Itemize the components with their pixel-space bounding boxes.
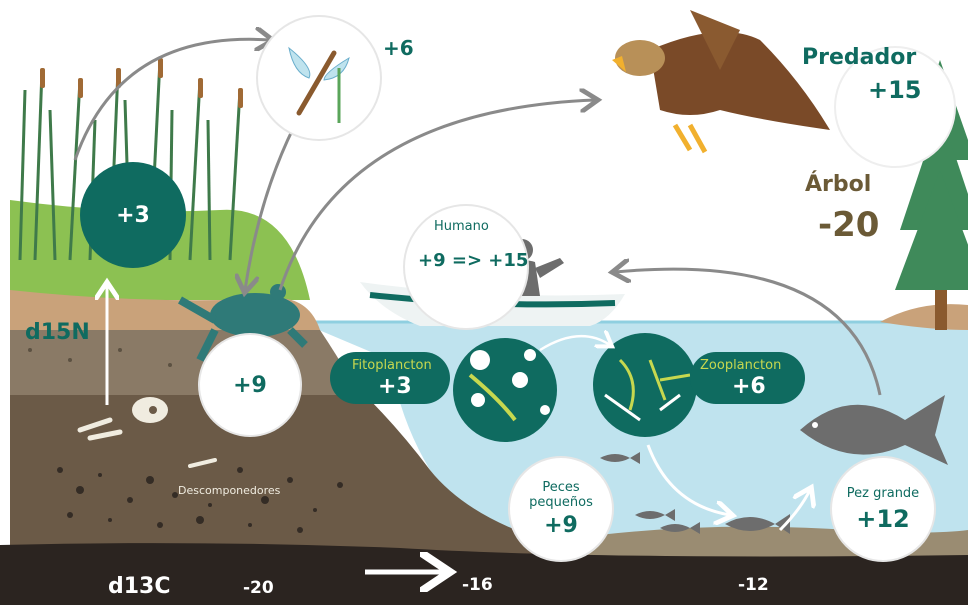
big-fish-circle: Pez grande +12 bbox=[832, 458, 934, 560]
zoo-value: +6 bbox=[732, 374, 766, 399]
human-name: Humano bbox=[434, 219, 489, 234]
small-fish-value: +9 bbox=[544, 513, 578, 538]
dragonfly-circle bbox=[258, 17, 380, 139]
dragonfly-value: +6 bbox=[383, 36, 414, 60]
small-fish-circle: Peces pequeños +9 bbox=[510, 458, 612, 560]
c-scale-3: -12 bbox=[738, 575, 769, 595]
predator-name: Predador bbox=[802, 45, 916, 70]
small-fish-name-2: pequeños bbox=[529, 495, 593, 510]
c-scale-1: -20 bbox=[243, 578, 274, 598]
tree-name: Árbol bbox=[805, 172, 871, 197]
predator-value: +15 bbox=[868, 76, 922, 104]
phyto-name: Fitoplancton bbox=[352, 358, 432, 373]
phytoplankton-icon bbox=[453, 338, 557, 442]
decomposers-label: Descomponedores bbox=[178, 484, 280, 497]
big-fish-value: +12 bbox=[856, 505, 910, 533]
plants-value: +3 bbox=[116, 203, 150, 228]
d15n-label: d15N bbox=[25, 320, 90, 345]
skull-icon bbox=[132, 397, 168, 423]
c-scale-2: -16 bbox=[462, 575, 493, 595]
phyto-value: +3 bbox=[378, 374, 412, 399]
frog-value: +9 bbox=[233, 373, 267, 398]
tree-value: -20 bbox=[818, 205, 879, 245]
big-fish-name: Pez grande bbox=[847, 486, 919, 501]
plants-circle: +3 bbox=[80, 162, 186, 268]
human-value: +9 => +15 bbox=[418, 250, 528, 271]
d13c-label: d13C bbox=[108, 574, 171, 599]
dragonfly-icon bbox=[269, 28, 369, 128]
frog-circle: +9 bbox=[200, 335, 300, 435]
eagle-icon bbox=[612, 10, 830, 152]
zooplankton-icon bbox=[593, 333, 697, 437]
zoo-name: Zooplancton bbox=[700, 358, 781, 373]
small-fish-name-1: Peces bbox=[542, 480, 579, 495]
